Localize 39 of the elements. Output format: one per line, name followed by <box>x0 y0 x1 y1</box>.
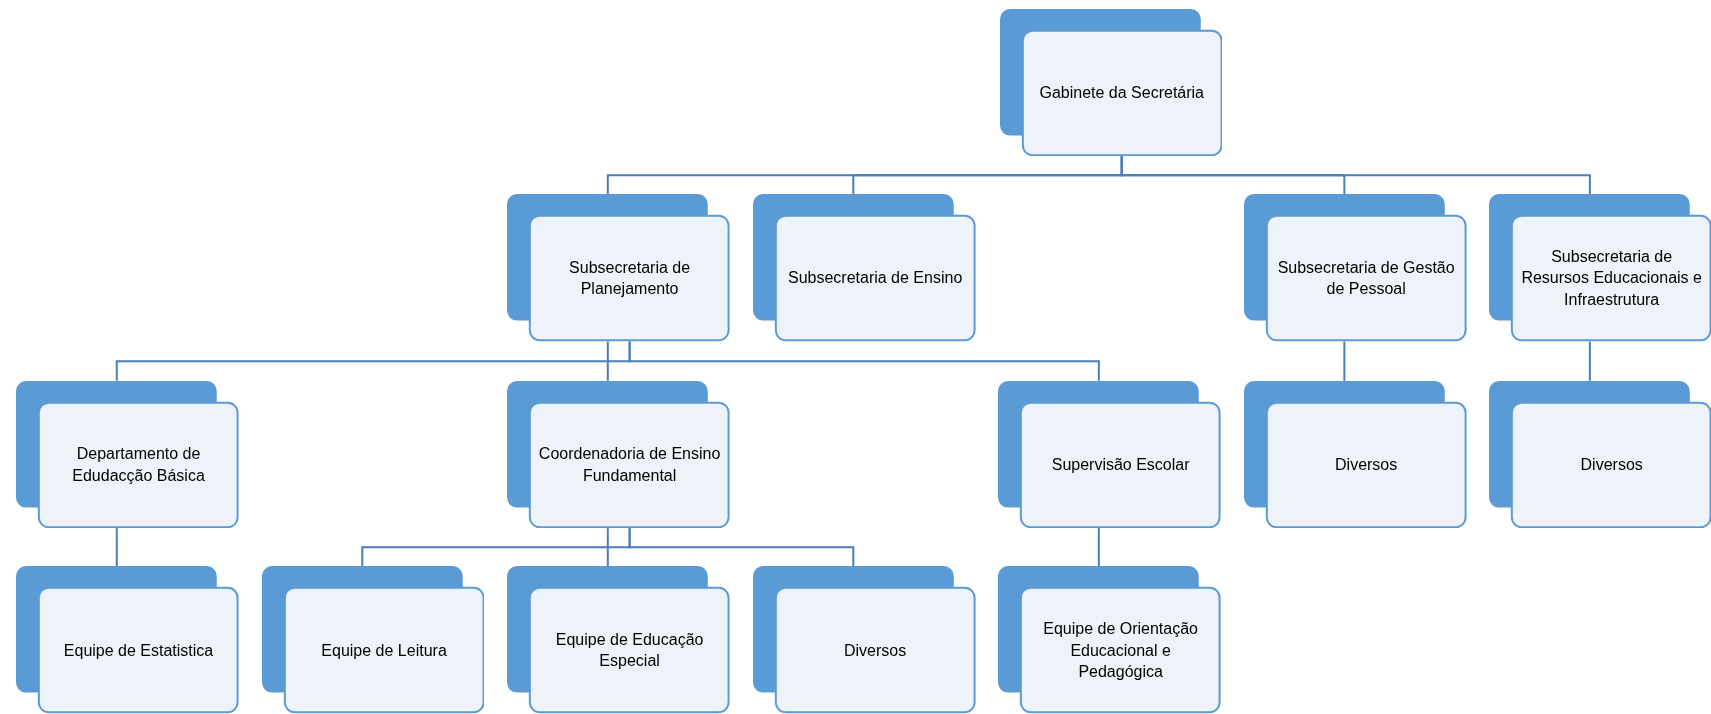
box-label: Diversos <box>1580 455 1643 476</box>
box-label: Equipe de Leitura <box>321 640 447 661</box>
org-box <box>1489 380 1711 529</box>
org-box <box>998 380 1222 529</box>
box-label: Subsecretaria de Ensino <box>787 268 963 289</box>
org-box <box>261 566 485 714</box>
box-label: Departamento de Edudacção Básica <box>71 444 206 486</box>
org-box <box>507 566 730 714</box>
box-label: Subsecretaria de Resursos Educacionais e Infraestrutura <box>1520 246 1703 310</box>
connector-line <box>1097 527 1100 568</box>
connector-line <box>1343 340 1346 382</box>
org-box <box>1243 380 1467 529</box>
org-box <box>16 380 239 529</box>
connector-line <box>628 527 855 568</box>
org-box <box>998 566 1222 714</box>
connector-line <box>606 527 609 568</box>
org-box <box>1243 194 1467 342</box>
connector-line <box>628 340 1100 382</box>
box-label: Coordenadoria de Ensino Fundamental <box>537 444 722 486</box>
org-box <box>1489 194 1711 342</box>
org-box <box>507 380 730 529</box>
connector-line <box>115 527 118 568</box>
connector-line <box>606 340 609 382</box>
org-box <box>16 566 239 714</box>
box-label: Supervisão Escolar <box>1051 455 1190 476</box>
org-box <box>752 566 976 714</box>
box-label: Equipe de Educação Especial <box>554 629 705 672</box>
box-label: Diversos <box>844 640 907 661</box>
box-label: Diversos <box>1335 455 1398 476</box>
box-label: Equipe de Orientação Educacional e Pedagógica <box>1042 618 1199 683</box>
connector-line <box>1588 340 1591 382</box>
box-label: Equipe de Estatistica <box>63 640 214 661</box>
org-box <box>999 8 1223 156</box>
box-label: Subsecretaria de Planejamento <box>568 257 692 300</box>
box-label: Gabinete da Secretária <box>1039 82 1204 103</box>
org-box <box>507 194 730 342</box>
org-box <box>752 194 976 342</box>
box-label: Subsecretaria de Gestão de Pessoal <box>1276 257 1456 300</box>
connector-line <box>1120 155 1591 196</box>
